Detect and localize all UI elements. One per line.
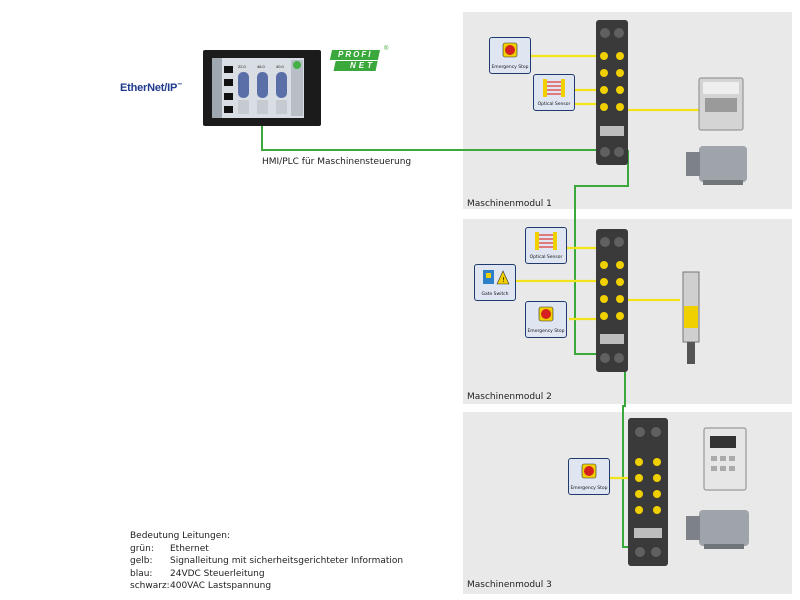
emergency-stop-device-m3: Emergency Stop <box>568 458 610 495</box>
device-label: Emergency Stop <box>491 65 529 70</box>
legend-key: grün: <box>130 543 154 554</box>
optical-sensor-device-m2: Optical Sensor <box>525 227 567 264</box>
device-label: Emergency Stop <box>570 486 608 491</box>
motor-icon-module-1 <box>686 146 747 185</box>
hmi-label: HMI/PLC für Maschinensteuerung <box>262 157 412 167</box>
legend-value: Signalleitung mit sicherheitsgerichteter… <box>170 556 404 566</box>
legend-key: gelb: <box>130 556 153 566</box>
io-module-3 <box>628 418 668 566</box>
gate-switch-icon: ! <box>483 270 510 285</box>
ethernet-line-m1-m2 <box>574 150 629 355</box>
hmi-readout-2: 46.0 <box>257 64 265 69</box>
legend-row: schwarz: 400VAC Lastspannung <box>130 580 403 593</box>
hmi-readout-3: 40.0 <box>276 64 284 69</box>
legend-row: gelb: Signalleitung mit sicherheitsgeric… <box>130 555 403 568</box>
legend-title: Bedeutung Leitungen: <box>130 531 230 541</box>
legend-value: Ethernet <box>170 543 209 554</box>
optical-sensor-icon <box>543 79 565 97</box>
emergency-stop-device-m1: Emergency Stop <box>489 37 531 74</box>
valve-actuator-icon <box>682 271 700 364</box>
frequency-converter-icon <box>703 427 747 491</box>
emergency-stop-device-m2: Emergency Stop <box>525 301 567 338</box>
module-label-3: Maschinenmodul 3 <box>467 580 552 590</box>
io-module-2 <box>596 229 628 372</box>
profinet-logo-text-bottom: NET <box>350 61 375 70</box>
device-label: Emergency Stop <box>527 329 565 334</box>
io-module-1 <box>596 20 628 165</box>
legend-row: blau: 24VDC Steuerleitung <box>130 568 403 581</box>
ethernet-ip-logo-text: EtherNet/IP <box>120 82 178 94</box>
emergency-stop-icon <box>502 42 518 58</box>
hmi-panel <box>203 50 321 126</box>
hmi-readout-1: 22.0 <box>238 64 246 69</box>
line-legend: Bedeutung Leitungen: grün: Ethernet gelb… <box>130 530 403 593</box>
module-label-2: Maschinenmodul 2 <box>467 392 552 402</box>
legend-value: 24VDC Steuerleitung <box>170 568 265 579</box>
optical-sensor-device-m1: Optical Sensor <box>533 74 575 111</box>
contactor-icon <box>698 77 744 131</box>
device-label: Optical Sensor <box>537 102 571 107</box>
device-label: Optical Sensor <box>529 255 563 260</box>
ethernet-line-hmi <box>261 126 601 151</box>
ethernet-ip-logo: EtherNet/IP™ <box>120 82 182 94</box>
legend-key: blau: <box>130 568 153 579</box>
motor-icon-module-3 <box>686 510 749 549</box>
module-label-1: Maschinenmodul 1 <box>467 199 552 209</box>
device-label: Gate Switch <box>481 292 509 297</box>
legend-value: 400VAC Lastspannung <box>170 581 272 591</box>
profinet-logo-text-top: PROFI <box>338 50 373 59</box>
profinet-logo-registered: ® <box>384 46 389 52</box>
emergency-stop-icon <box>581 463 597 479</box>
ethernet-ip-trademark: ™ <box>177 82 182 89</box>
gate-switch-device-m2: ! Gate Switch <box>474 264 516 301</box>
svg-text:!: ! <box>502 276 505 284</box>
legend-row: grün: Ethernet <box>130 543 403 556</box>
profinet-logo <box>329 50 380 71</box>
emergency-stop-icon <box>538 306 554 322</box>
legend-key: schwarz: <box>130 581 170 591</box>
optical-sensor-icon <box>535 232 557 250</box>
